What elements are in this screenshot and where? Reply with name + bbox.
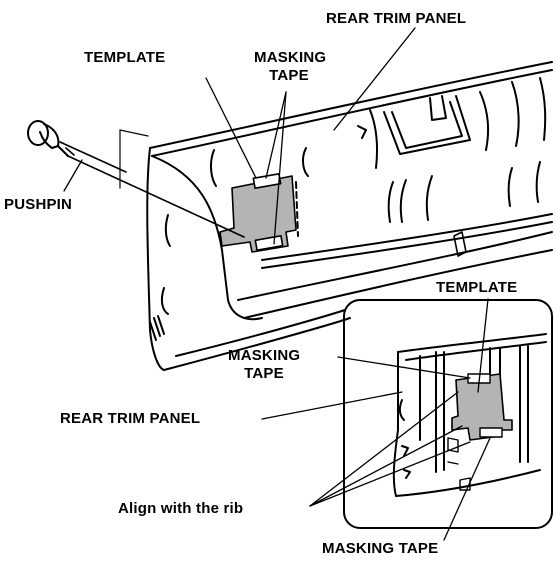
template-main (219, 173, 297, 253)
label-masking-tape-inset-line1: MASKING (228, 347, 301, 364)
label-masking-tape-top-line1: MASKING (254, 49, 327, 66)
label-align-with-rib: Align with the rib (118, 500, 244, 517)
label-rear-trim-panel-top: REAR TRIM PANEL (326, 10, 467, 27)
label-pushpin: PUSHPIN (4, 196, 73, 213)
label-masking-tape-inset-line2: TAPE (244, 365, 284, 382)
leader-lines-main (63, 27, 416, 245)
label-masking-tape-top-line2: TAPE (269, 67, 309, 84)
detail-inset (343, 299, 553, 529)
rear-trim-panel-drawing (146, 61, 553, 371)
projection-lines (119, 129, 149, 189)
pushpin-icon (27, 120, 245, 238)
label-template-top: TEMPLATE (84, 49, 166, 66)
label-template-inset: TEMPLATE (436, 279, 518, 296)
label-rear-trim-panel-inset: REAR TRIM PANEL (60, 410, 201, 427)
leader-lines-inset (261, 298, 491, 541)
label-masking-tape-bottom: MASKING TAPE (322, 540, 439, 557)
